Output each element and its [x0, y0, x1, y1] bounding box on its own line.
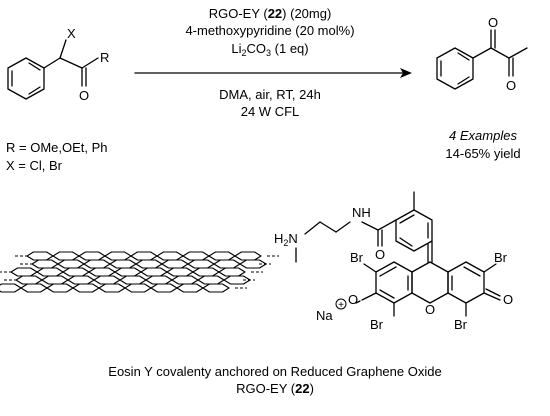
graphene-sheet — [0, 251, 279, 293]
catalyst-condition: RGO-EY (22) (20mg) — [209, 6, 332, 21]
ketone-oxygen-atom: O — [503, 292, 513, 307]
graphene-hexagon — [67, 275, 95, 285]
graphene-hexagon — [176, 283, 204, 293]
graphene-hexagon — [31, 259, 59, 269]
graphene-hexagon — [41, 275, 69, 285]
graphene-hexagon — [46, 283, 74, 293]
graphene-hexagon — [223, 275, 251, 285]
graphene-hexagon — [197, 275, 225, 285]
graphene-hexagon — [26, 251, 54, 261]
bromine-atom: Br — [370, 317, 384, 332]
graphene-hexagon — [202, 283, 230, 293]
graphene-hexagon — [166, 267, 194, 277]
graphene-hexagon — [109, 259, 137, 269]
graphene-hexagon — [145, 275, 173, 285]
graphene-hexagon — [161, 259, 189, 269]
light-condition: 24 W CFL — [241, 104, 300, 119]
substrate-x-atom: X — [67, 26, 76, 41]
positive-charge: + — [338, 300, 344, 311]
graphene-hexagon — [57, 259, 85, 269]
reaction-arrow — [134, 68, 412, 78]
graphene-hexagon — [119, 275, 147, 285]
ring-oxygen-atom: O — [425, 302, 435, 317]
graphene-hexagon — [208, 251, 236, 261]
graphene-hexagon — [234, 251, 262, 261]
graphene-hexagon — [182, 251, 210, 261]
sodium-atom: Na — [316, 308, 333, 323]
amide-nh-atom: NH — [352, 205, 371, 220]
graphene-hexagon — [36, 267, 64, 277]
graphene-hexagon — [171, 275, 199, 285]
product-o2-atom: O — [506, 78, 516, 93]
graphene-hexagon — [239, 259, 267, 269]
graphene-hexagon — [15, 275, 43, 285]
graphene-hexagon — [78, 251, 106, 261]
graphene-hexagon — [10, 267, 38, 277]
graphene-hexagon — [156, 251, 184, 261]
solvent-condition: DMA, air, RT, 24h — [219, 87, 321, 102]
bromine-atom: Br — [494, 250, 508, 265]
substrate-r-atom: R — [100, 50, 109, 65]
examples-count: 4 Examples — [449, 128, 517, 143]
graphene-hexagon — [20, 283, 48, 293]
graphene-hexagon — [192, 267, 220, 277]
caption-line-2: RGO-EY (22) — [236, 381, 314, 396]
substrate-structure: X R O — [7, 26, 109, 103]
bromine-atom: Br — [454, 317, 468, 332]
amide-o-atom: O — [375, 247, 385, 262]
graphene-hexagon — [83, 259, 111, 269]
graphene-hexagon — [98, 283, 126, 293]
graphene-hexagon — [213, 259, 241, 269]
phenoxide-oxygen-atom: O — [348, 292, 358, 307]
graphene-hexagon — [140, 267, 168, 277]
base-condition: Li2CO3 (1 eq) — [231, 41, 308, 58]
graphene-hexagon — [130, 251, 158, 261]
graphene-hexagon — [62, 267, 90, 277]
graphene-hexagon — [88, 267, 116, 277]
caption-line-1: Eosin Y covalenty anchored on Reduced Gr… — [108, 364, 441, 379]
graphene-hexagon — [93, 275, 121, 285]
graphene-hexagon — [187, 259, 215, 269]
graphene-hexagon — [218, 267, 246, 277]
graphene-hexagon — [72, 283, 100, 293]
graphene-hexagon — [52, 251, 80, 261]
substrate-o-atom: O — [79, 88, 89, 103]
graphene-hexagon — [114, 267, 142, 277]
amine-h-atom: H2N — [274, 231, 298, 248]
x-group-definition: X = Cl, Br — [6, 158, 63, 173]
bromine-atom: Br — [350, 250, 364, 265]
product-structure: O O — [436, 15, 528, 93]
product-o1-atom: O — [488, 15, 498, 30]
graphene-hexagon — [124, 283, 152, 293]
graphene-hexagon — [0, 283, 22, 293]
r-group-definition: R = OMe,OEt, Ph — [6, 140, 108, 155]
additive-condition: 4-methoxypyridine (20 mol%) — [185, 23, 354, 38]
graphene-hexagon — [104, 251, 132, 261]
yield-range: 14-65% yield — [445, 146, 520, 161]
graphene-hexagon — [150, 283, 178, 293]
graphene-hexagon — [135, 259, 163, 269]
eosin-y-xanthene: Br Br Br Br O O O Na + — [316, 240, 513, 332]
